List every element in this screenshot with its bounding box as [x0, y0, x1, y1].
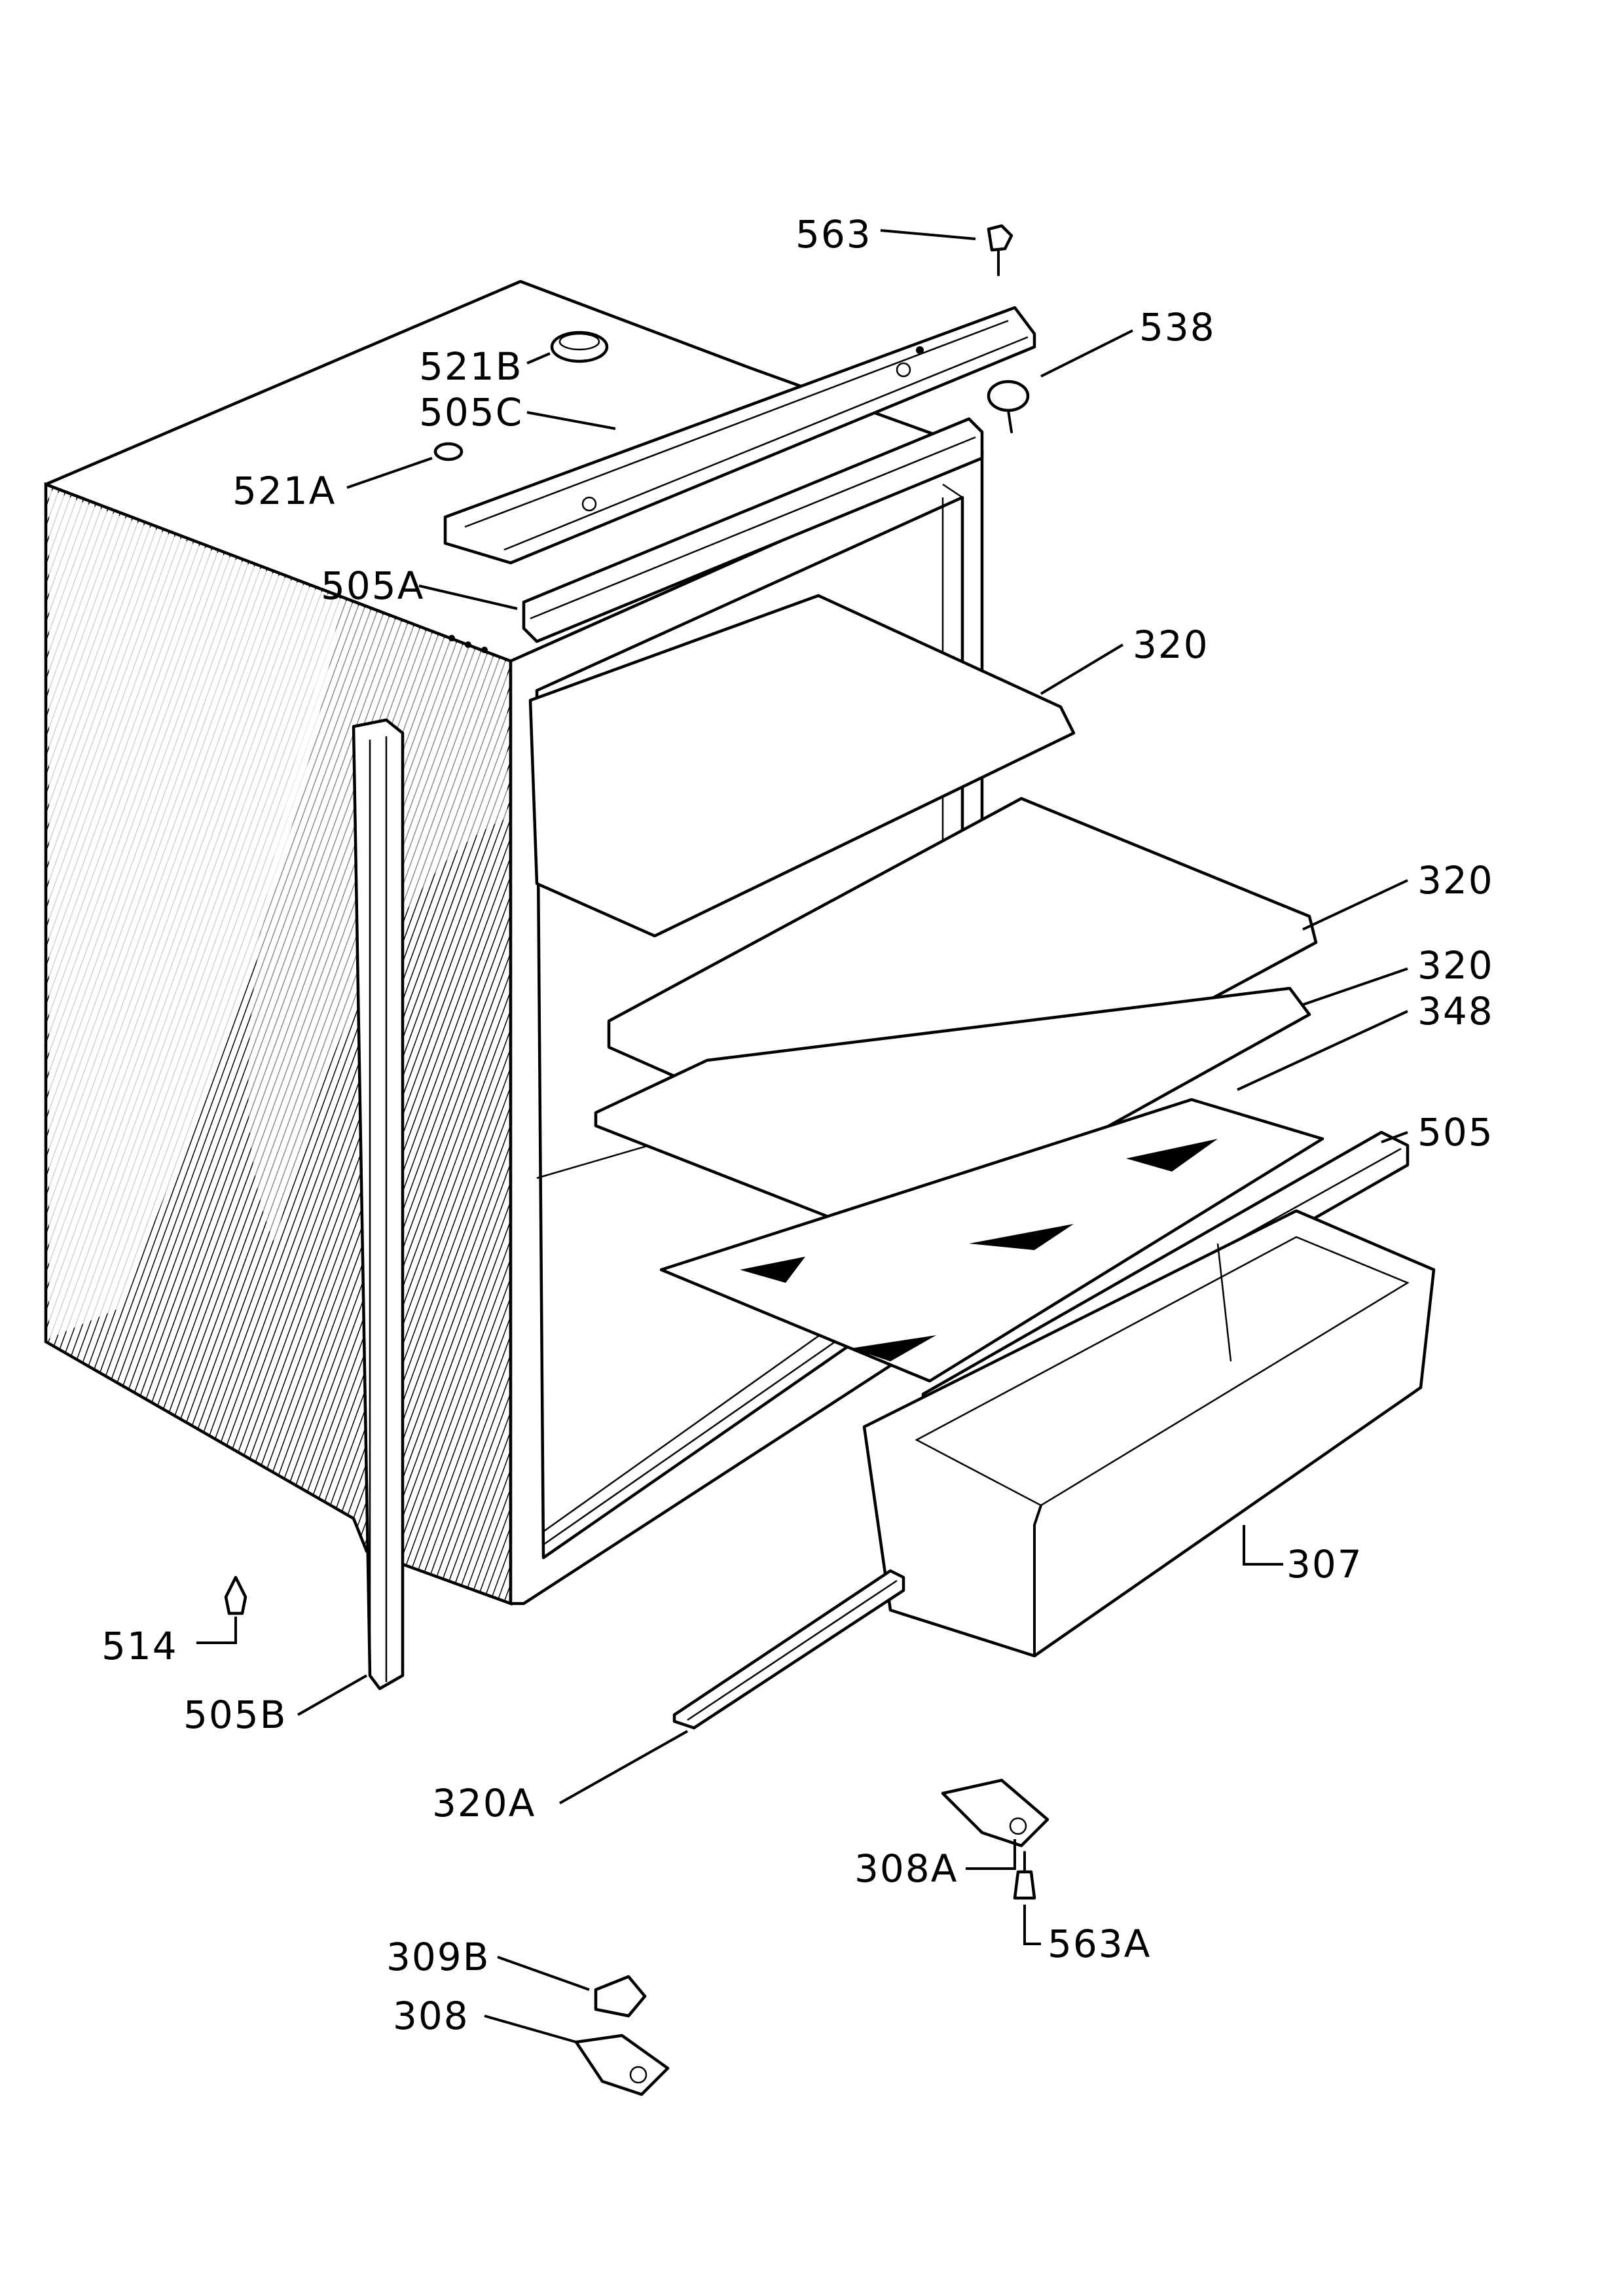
- label-521b: 521B: [419, 344, 523, 389]
- hinge-308: [574, 2034, 670, 2096]
- hinge-cap-538: [987, 380, 1030, 433]
- leader-lines: [196, 229, 1408, 2043]
- label-308: 308: [393, 1994, 469, 2038]
- glass-cover-plate: [659, 1098, 1324, 1383]
- door-seal-strip: [352, 718, 405, 1691]
- label-505c: 505C: [419, 390, 523, 435]
- label-538: 538: [1139, 305, 1216, 350]
- label-505a: 505A: [321, 564, 424, 608]
- label-505b: 505B: [183, 1693, 287, 1737]
- plug-521b: [550, 331, 609, 363]
- foot-514: [224, 1575, 247, 1615]
- label-309b: 309B: [386, 1935, 490, 1979]
- callout-labels: 563 538 521B 505C 521A 505A 320 320 320 …: [101, 212, 1494, 2038]
- front-header-strip: [522, 417, 984, 643]
- label-307: 307: [1286, 1542, 1363, 1587]
- label-563: 563: [795, 212, 872, 257]
- label-563a: 563A: [1048, 1922, 1151, 1966]
- label-320-lower: 320: [1417, 943, 1494, 988]
- cap-309b: [594, 1975, 647, 2018]
- screw-563: [987, 224, 1013, 276]
- hinge-308a: [941, 1778, 1049, 1848]
- label-521a: 521A: [232, 469, 336, 513]
- label-320-top: 320: [1133, 622, 1209, 667]
- crisper-drawer: [862, 1209, 1436, 1658]
- screw-563a: [1013, 1851, 1036, 1900]
- shelf-top: [528, 594, 1076, 938]
- label-320-middle: 320: [1417, 858, 1494, 903]
- shelf-lower: [594, 986, 1311, 1246]
- label-320a: 320A: [432, 1781, 536, 1825]
- shelf-rail: [672, 1569, 905, 1730]
- plug-521a: [433, 442, 464, 461]
- label-308a: 308A: [854, 1846, 958, 1891]
- cabinet-side-highlight: [49, 490, 340, 1338]
- top-frame-bar: [443, 306, 1036, 565]
- label-505: 505: [1417, 1110, 1494, 1155]
- label-348: 348: [1417, 989, 1494, 1033]
- label-514: 514: [101, 1624, 178, 1668]
